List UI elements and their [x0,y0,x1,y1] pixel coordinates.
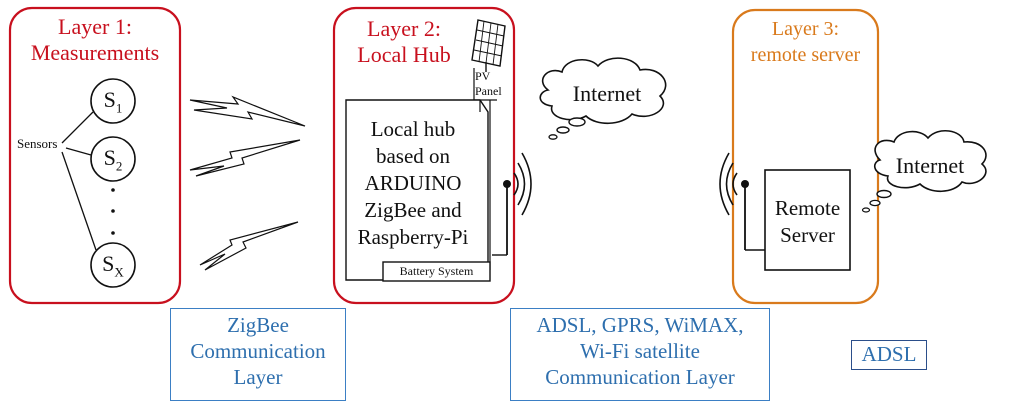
ellipsis-dot [111,188,115,192]
server-label-line2: Server [780,223,835,247]
sensor-s2-circle [90,136,136,182]
sensor-sx-sub: X [114,264,124,280]
internet-cloud-2 [861,130,987,213]
hub-box [345,99,489,281]
hub-line-1: Local hub [370,117,456,141]
sensor-s1-main: S [103,87,116,112]
layer1-title: Layer 1: Measurements [10,14,180,66]
sensor-s2-label: S2 [91,145,135,179]
layer2-title-line2: Local Hub [357,42,451,67]
hub-antenna-icon [492,152,532,256]
hub-description: Local hub based on ARDUINO ZigBee and Ra… [346,116,480,251]
layer3-title: Layer 3: remote server [733,16,878,68]
sensors-label: Sensors [17,136,58,151]
sensor-s1-sub: 1 [115,100,123,116]
pv-panel-label: PV [475,69,497,84]
layer1-box [8,6,182,305]
wireless-bolt-1 [189,95,306,127]
zigbee-comm-box: ZigBee Communication Layer [170,308,346,401]
sensor-line-3 [61,151,97,251]
internet-label-2: Internet [895,153,965,178]
sensor-s2-sub: 2 [115,158,123,174]
pv-label-line1: PV [475,69,491,83]
pv-panel-label-2: Panel [475,84,502,99]
wireless-bolt-2 [189,139,301,177]
wan-comm-box: ADSL, GPRS, WiMAX, Wi-Fi satellite Commu… [510,308,770,401]
hub-line-2: based on [375,144,451,168]
pv-panel-icon [471,19,506,72]
sensor-s1-circle [90,78,136,124]
sensor-line-1 [61,111,94,144]
sensor-sx-main: S [102,251,115,276]
ellipsis-dot [111,209,115,213]
hub-line-5: Raspberry-Pi [357,225,469,249]
wireless-bolt-3 [199,221,299,271]
wan-line-3: Communication Layer [545,365,735,389]
layer3-title-line2: remote server [750,44,861,66]
zigbee-line-2: Communication [190,339,326,363]
layer1-title-line2: Measurements [30,40,160,65]
sensor-sx-circle [90,242,136,288]
layer1-title-line1: Layer 1: [58,14,132,39]
hub-line-4: ZigBee and [364,198,462,222]
hub-line-3: ARDUINO [364,171,462,195]
battery-box [382,261,491,282]
layer2-title: Layer 2: Local Hub [334,16,474,68]
wan-line-1: ADSL, GPRS, WiMAX, [536,313,744,337]
internet-cloud-1 [539,57,667,140]
zigbee-line-3: Layer [233,365,283,389]
ellipsis-dot [111,231,115,235]
server-label: Remote Server [765,195,850,249]
battery-label: Battery System [399,264,474,278]
pv-label-line2: Panel [475,84,502,98]
zigbee-line-1: ZigBee [227,313,289,337]
server-antenna-icon [719,152,765,251]
layer2-title-line1: Layer 2: [367,16,441,41]
sensor-s2-main: S [103,145,116,170]
sensor-line-2 [65,147,92,156]
server-label-line1: Remote [774,196,841,220]
adsl-box: ADSL [851,340,927,370]
layer2-box [332,6,516,305]
wan-line-2: Wi-Fi satellite [580,339,700,363]
layer3-title-line1: Layer 3: [771,18,840,40]
sensor-sx-label: SX [91,251,135,285]
server-box [764,169,851,271]
internet-label-1: Internet [572,81,642,106]
sensor-s1-label: S1 [91,87,135,121]
